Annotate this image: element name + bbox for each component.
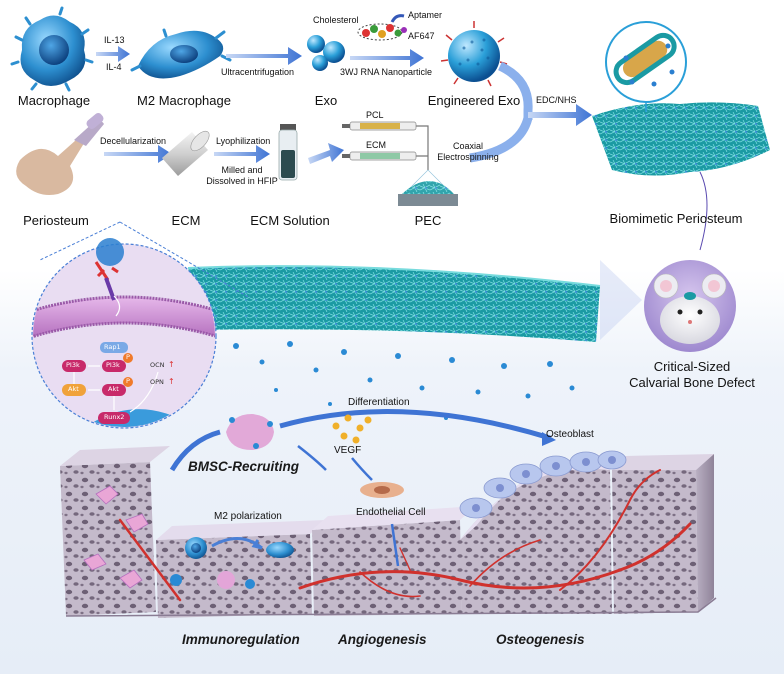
pathway-rap1: Rap1 — [104, 343, 121, 351]
arrow-pec-to-scaffold — [469, 116, 533, 163]
ocn-up-arrow-icon: ↑ — [168, 360, 175, 369]
label-il13: IL-13 — [104, 35, 125, 45]
arrow-ultracentrifugation — [226, 47, 302, 65]
macrophage-cell — [10, 6, 94, 92]
arrow-differentiation — [279, 409, 551, 441]
label-edc-nhs: EDC/NHS — [536, 95, 577, 105]
vegf-molecules — [332, 414, 372, 444]
m2-macrophage-cell — [130, 28, 232, 79]
ecm-cylinder — [162, 130, 210, 176]
biomimetic-periosteum-sheet — [592, 21, 770, 176]
osteoblast-cells — [459, 450, 627, 519]
label-endothelial-cell: Endothelial Cell — [356, 507, 426, 518]
label-il4: IL-4 — [106, 62, 122, 72]
label-coaxial-line1: Coaxial — [452, 141, 484, 151]
bone-defect-model — [60, 446, 717, 618]
pathway-pi3k-a: PI3k — [66, 361, 80, 369]
label-osteoblast: Osteoblast — [546, 429, 594, 440]
label-3wj-rna-nanoparticle: 3WJ RNA Nanoparticle — [340, 67, 433, 77]
arrow-lyophilization — [214, 145, 270, 163]
endothelial-cell — [360, 482, 404, 498]
bmsc-cell — [226, 414, 274, 450]
pec-collector — [398, 181, 458, 206]
exosome-particles — [307, 35, 345, 71]
label-critical-sized: Critical-Sized — [653, 359, 731, 374]
label-periosteum: Periosteum — [23, 213, 89, 228]
pathway-ocn: OCN — [150, 361, 165, 369]
pathway-akt-a: Akt — [68, 385, 79, 393]
label-coaxial-line2: Electrospinning — [437, 152, 499, 162]
pathway-runx2: Runx2 — [104, 413, 125, 421]
periosteum-scaffold-band — [187, 265, 601, 342]
label-differentiation: Differentiation — [348, 397, 410, 408]
pathway-opn: OPN — [150, 378, 164, 386]
arrow-il-polarization — [96, 46, 130, 62]
arrow-to-electrospinning — [308, 143, 344, 164]
label-ecm-syringe: ECM — [366, 140, 386, 150]
ecm-solution-vial — [278, 124, 298, 181]
pathway-phospho-b: P — [126, 377, 130, 385]
label-exo: Exo — [314, 93, 338, 108]
arrow-vegf-release — [297, 445, 327, 471]
arrow-bmsc-recruiting — [169, 429, 221, 472]
label-angiogenesis: Angiogenesis — [338, 632, 427, 647]
label-cholesterol: Cholesterol — [313, 15, 359, 25]
label-ecm-solution: ECM Solution — [250, 213, 330, 228]
released-exosomes — [233, 341, 575, 420]
label-ultracentrifugation: Ultracentrifugation — [221, 67, 295, 77]
arrow-vegf-to-endothelial — [351, 457, 373, 481]
label-af647: AF647 — [408, 31, 435, 41]
label-osteogenesis: Osteogenesis — [496, 632, 585, 647]
label-lyophilization: Lyophilization — [216, 136, 271, 146]
label-ecm: ECM — [171, 213, 201, 228]
label-decellularization: Decellularization — [100, 136, 167, 146]
label-immunoregulation: Immunoregulation — [182, 632, 300, 647]
label-m2-macrophage: M2 Macrophage — [137, 93, 231, 108]
label-biomimetic-periosteum: Biomimetic Periosteum — [609, 211, 743, 226]
label-pec: PEC — [414, 213, 442, 228]
label-calvarial-bone-defect: Calvarial Bone Defect — [629, 375, 755, 390]
periosteum-bone — [16, 113, 104, 195]
arrow-exo-to-scaffold — [497, 61, 533, 120]
mouse-model — [644, 260, 736, 352]
label-milled-line1: Milled and — [221, 165, 263, 175]
arrow-engineering — [350, 49, 424, 67]
zoom-beam — [600, 260, 642, 340]
polarizing-macrophages — [170, 537, 294, 589]
stem-cells-left — [83, 485, 149, 589]
opn-up-arrow-icon: ↑ — [168, 377, 175, 386]
label-bmsc-recruiting: BMSC-Recruiting — [188, 459, 299, 474]
arrow-implant — [699, 171, 708, 251]
arrow-endothelial-to-vessel — [390, 523, 400, 567]
label-vegf: VEGF — [334, 445, 362, 456]
pathway-pi3k-b: PI3k — [106, 361, 120, 369]
pathway-phospho-a: P — [126, 353, 130, 361]
label-pcl: PCL — [366, 110, 384, 120]
pathway-akt-b: Akt — [108, 385, 119, 393]
label-engineered-exo: Engineered Exo — [427, 93, 521, 108]
label-aptamer: Aptamer — [408, 10, 443, 20]
label-milled-line2: Dissolved in HFIP — [206, 176, 278, 186]
label-m2-polarization: M2 polarization — [214, 511, 282, 522]
arrow-decellularization — [104, 145, 172, 163]
coaxial-syringes — [342, 121, 453, 195]
blood-vessels — [118, 469, 692, 602]
signaling-pathway-inset — [31, 221, 251, 429]
rna-nanoparticle-icon — [357, 14, 407, 41]
engineered-exosome — [440, 21, 508, 87]
arrow-edc-nhs — [528, 104, 592, 126]
label-macrophage: Macrophage — [17, 93, 91, 108]
